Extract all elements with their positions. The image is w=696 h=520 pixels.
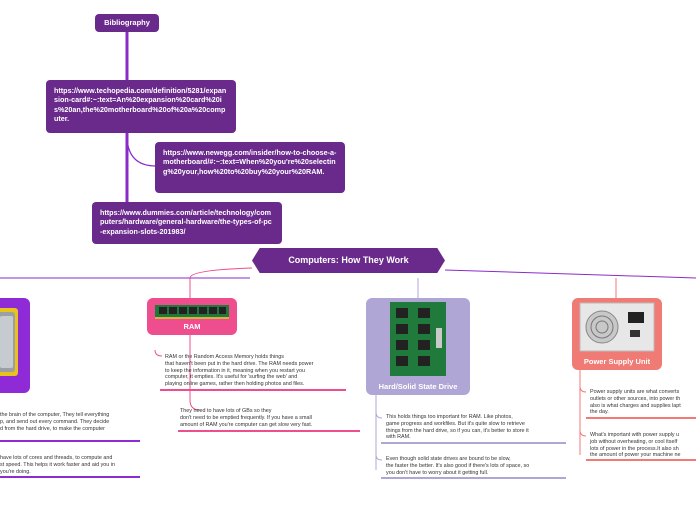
psu-note-2-underline (586, 459, 696, 461)
drive-note-2: Even though solid state drives are bound… (386, 456, 530, 476)
psu-card[interactable]: Power Supply Unit (572, 298, 662, 370)
power-supply-image (579, 302, 655, 352)
ram-note-line (189, 335, 201, 411)
bibliography-node[interactable]: Bibliography (95, 14, 159, 32)
bibliography-branch-2 (126, 134, 157, 167)
psu-note-1: Power supply units are what converts out… (590, 389, 681, 416)
ssd-board-image (390, 302, 446, 376)
central-line-right (444, 269, 696, 279)
psu-label: Power Supply Unit (583, 357, 651, 366)
psu-note-2: What's important with power supply u job… (590, 432, 681, 459)
ram-note-2-underline (178, 430, 360, 432)
bibliography-link-3[interactable]: https://www.dummies.com/article/technolo… (92, 202, 282, 244)
cpu-note-2: have lots of cores and threads, to compu… (0, 455, 115, 475)
bibliography-link-2[interactable]: https://www.newegg.com/insider/how-to-ch… (155, 142, 345, 193)
psu-note-1-underline (586, 417, 696, 419)
cpu-note-1-underline (0, 440, 140, 442)
cpu-note-1: the brain of the computer, They tell eve… (0, 412, 110, 432)
ram-connector-top (189, 267, 253, 279)
central-topic[interactable]: Computers: How They Work (252, 248, 445, 273)
ram-label: RAM (183, 322, 201, 331)
drive-note-1-underline (381, 442, 566, 444)
cpu-chip-image (0, 308, 18, 376)
ram-card[interactable]: RAM (147, 298, 237, 335)
drive-label: Hard/Solid State Drive (378, 382, 458, 391)
drive-note-1: This holds things too important for RAM.… (386, 414, 529, 441)
cpu-note-2-underline (0, 476, 140, 478)
ram-note-1: RAM or the Random Access Memory holds th… (165, 354, 314, 388)
drive-note-2-underline (381, 477, 566, 479)
ram-note-1-underline (160, 389, 346, 391)
ram-note-2: They need to have lots of GBs so they do… (180, 408, 313, 428)
bibliography-link-1[interactable]: https://www.techopedia.com/definition/52… (46, 80, 236, 133)
drive-card[interactable]: Hard/Solid State Drive (366, 298, 470, 395)
ram-module-image (155, 305, 229, 319)
cpu-card[interactable] (0, 298, 30, 393)
